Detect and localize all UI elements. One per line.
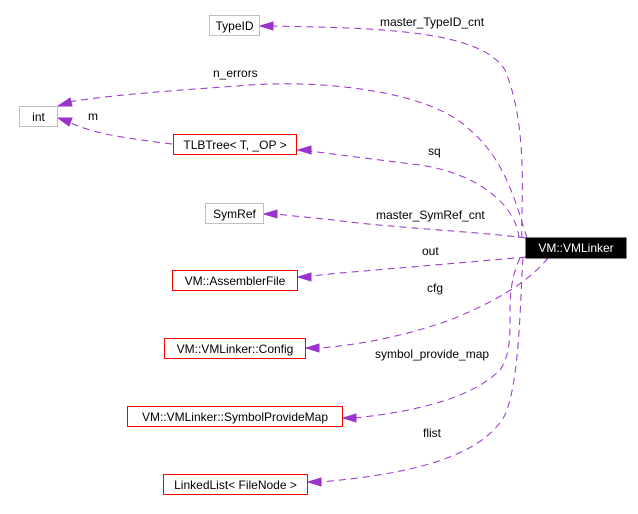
edge-label-out: out — [422, 244, 439, 258]
edge-label-symbol-provide-map: symbol_provide_map — [375, 347, 489, 361]
edge-label-flist: flist — [423, 426, 442, 440]
nodes: VM::VMLinker TypeID int TLBTree< T, _OP … — [19, 15, 627, 495]
node-vm-vmlinker-symbolprovidemap[interactable]: VM::VMLinker::SymbolProvideMap — [127, 406, 343, 427]
edge-label-master-typeid-cnt: master_TypeID_cnt — [380, 15, 485, 29]
node-linkedlist-filenode[interactable]: LinkedList< FileNode > — [163, 474, 308, 495]
edge-symbol-provide-map — [354, 257, 521, 419]
edge-cfg-arrowhead — [304, 343, 320, 353]
node-vm-assemblerfile[interactable]: VM::AssemblerFile — [172, 270, 298, 291]
node-tlbtree[interactable]: TLBTree< T, _OP > — [173, 134, 297, 155]
node-label-vm-vmlinker-config: VM::VMLinker::Config — [177, 342, 294, 356]
node-label-typeid: TypeID — [215, 19, 253, 33]
node-label-vm-vmlinker: VM::VMLinker — [538, 241, 613, 255]
node-label-vm-vmlinker-symbolprovidemap: VM::VMLinker::SymbolProvideMap — [142, 410, 328, 424]
node-label-symref: SymRef — [213, 207, 256, 221]
edge-label-m: m — [88, 109, 98, 123]
node-label-vm-assemblerfile: VM::AssemblerFile — [185, 274, 286, 288]
edge-label-master-symref-cnt: master_SymRef_cnt — [376, 208, 485, 222]
node-int[interactable]: int — [19, 106, 58, 127]
edge-master-symref-cnt-arrowhead — [262, 209, 278, 219]
edge-labels: master_TypeID_cnt n_errors m sq master_S… — [88, 15, 489, 440]
edge-symbol-provide-map-arrowhead — [341, 413, 357, 423]
edge-m-arrowhead — [56, 117, 73, 127]
edge-cfg — [317, 257, 549, 349]
node-typeid[interactable]: TypeID — [209, 15, 260, 36]
edge-label-sq: sq — [428, 144, 441, 158]
node-vm-vmlinker-config[interactable]: VM::VMLinker::Config — [164, 338, 306, 359]
edge-flist-arrowhead — [306, 477, 322, 487]
edge-master-typeid-cnt — [269, 25, 523, 239]
node-vm-vmlinker[interactable]: VM::VMLinker — [525, 237, 627, 259]
edge-out — [307, 256, 527, 278]
edge-master-typeid-cnt-arrowhead — [258, 21, 274, 31]
edge-out-arrowhead — [296, 272, 312, 282]
node-label-tlbtree: TLBTree< T, _OP > — [183, 138, 286, 152]
node-symref[interactable]: SymRef — [205, 203, 264, 224]
edge-n-errors-arrowhead — [56, 97, 73, 107]
edge-flist — [319, 257, 524, 483]
edge-sq — [309, 150, 520, 239]
node-label-int: int — [32, 110, 45, 124]
edge-label-n-errors: n_errors — [213, 66, 258, 80]
edges — [56, 21, 549, 487]
edge-master-symref-cnt — [275, 213, 527, 239]
edge-m — [67, 121, 173, 145]
edge-sq-arrowhead — [296, 145, 312, 155]
node-label-linkedlist-filenode: LinkedList< FileNode > — [174, 478, 297, 492]
edge-label-cfg: cfg — [427, 281, 443, 295]
